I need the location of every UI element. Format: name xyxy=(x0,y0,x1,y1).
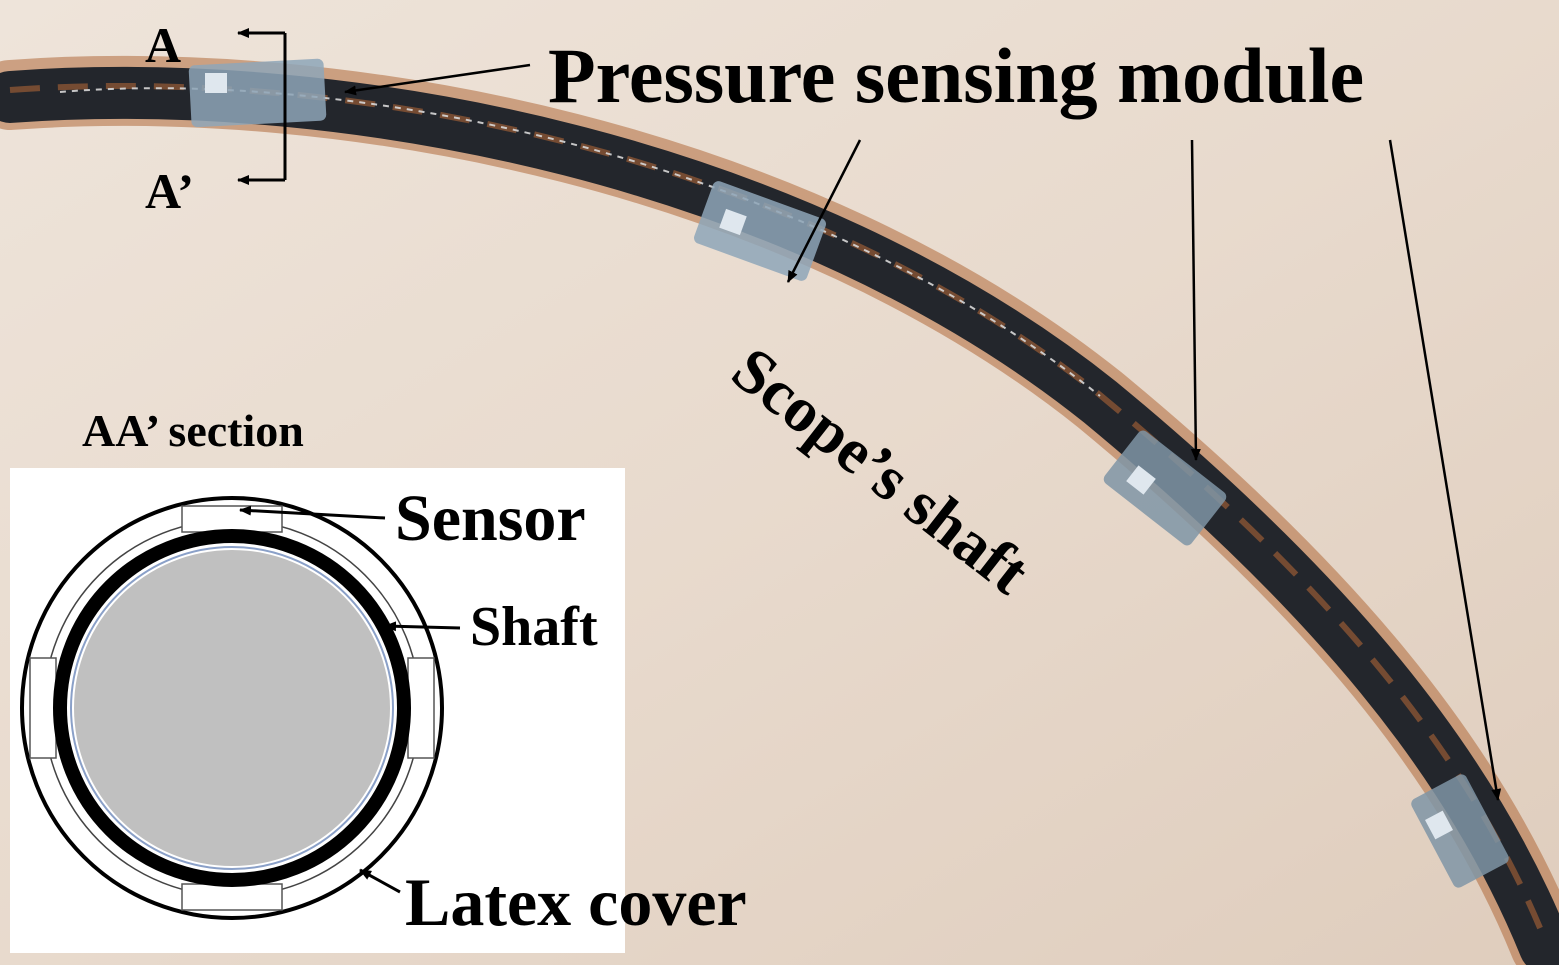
label-sensor: Sensor xyxy=(395,482,586,555)
sensor-elements xyxy=(29,505,435,911)
label-aa-section: AA’ section xyxy=(82,405,304,456)
section-marker xyxy=(237,28,287,185)
sensor-patch-2 xyxy=(694,181,826,281)
shaft-ring xyxy=(53,529,411,887)
pressure-module-arrows xyxy=(344,63,1502,801)
cross-section-inset xyxy=(10,468,625,953)
label-section-a: A xyxy=(145,17,181,73)
label-section-a-prime: A’ xyxy=(145,163,194,219)
label-latex-cover: Latex cover xyxy=(405,864,747,940)
sensor-patch-3 xyxy=(1103,430,1227,546)
sensor-patch-1 xyxy=(188,58,327,128)
label-shaft: Shaft xyxy=(470,596,598,658)
label-pressure-sensing-module: Pressure sensing module xyxy=(548,32,1364,119)
shaft-core xyxy=(74,550,390,866)
sensor-patch-4 xyxy=(1411,774,1509,888)
